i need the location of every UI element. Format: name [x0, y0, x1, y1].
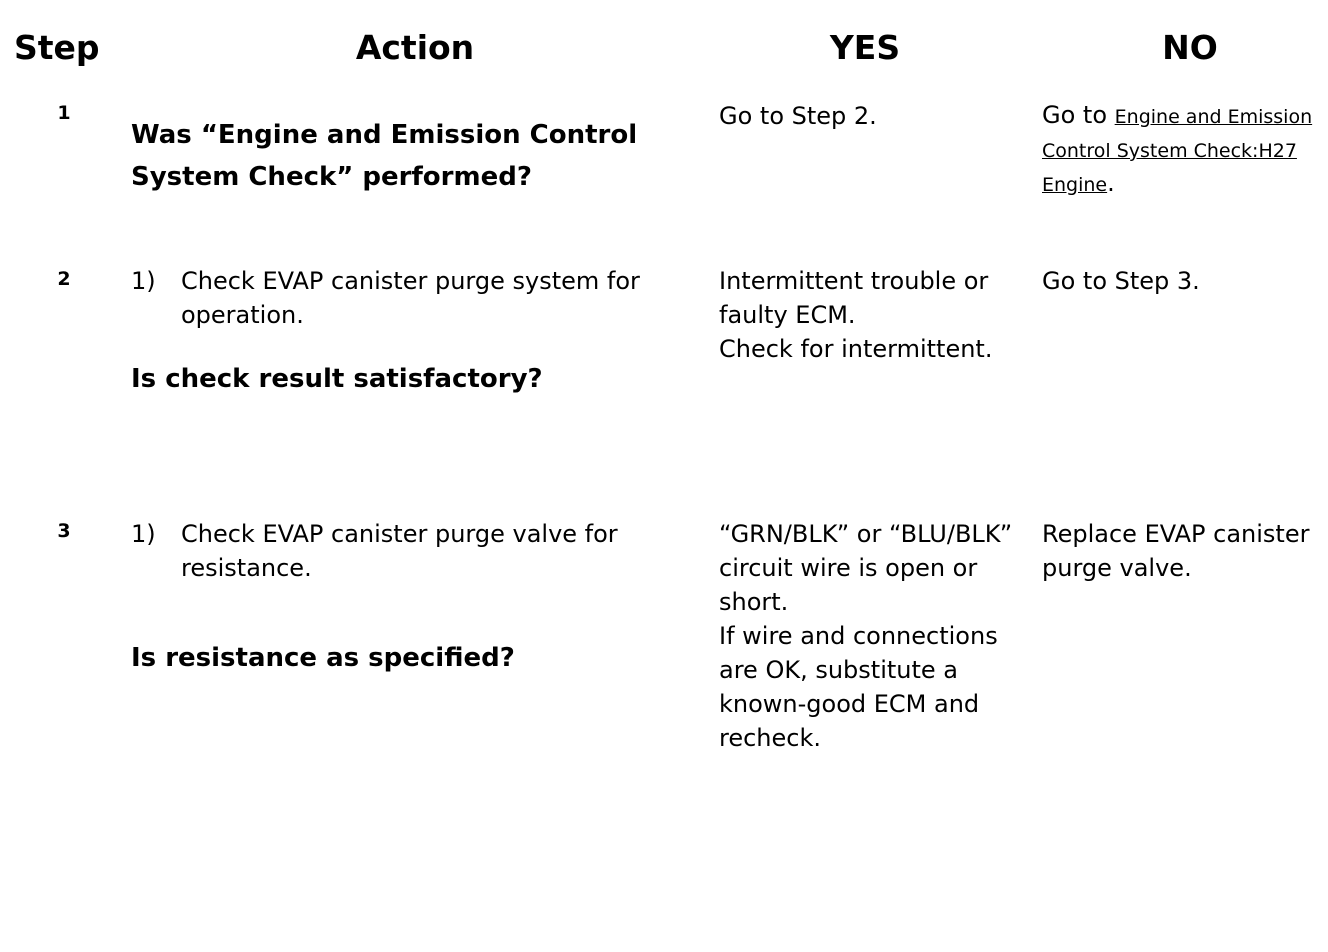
column-header-step: Step	[14, 28, 100, 67]
action-list-item: 1) Check EVAP canister purge system for …	[131, 264, 691, 332]
no-result: Go to Step 3.	[1042, 267, 1200, 295]
yes-result: “GRN/BLK” or “BLU/BLK” circuit wire is o…	[719, 520, 1013, 752]
spacer	[131, 332, 691, 358]
step-number: 1	[57, 102, 71, 124]
column-header-yes: YES	[829, 28, 901, 67]
list-marker: 1)	[131, 520, 156, 548]
action-question: Is check result satisfactory?	[131, 364, 543, 394]
action-list-item: 1) Check EVAP canister purge valve for r…	[131, 517, 691, 585]
yes-result: Intermittent trouble or faulty ECM. Chec…	[719, 267, 993, 363]
yes-result: Go to Step 2.	[719, 102, 877, 130]
list-marker: 1)	[131, 267, 156, 295]
action-cell: 1) Check EVAP canister purge valve for r…	[131, 517, 691, 679]
column-header-action: Action	[355, 28, 475, 67]
no-result: Go to Engine and Emission Control System…	[1042, 99, 1328, 201]
action-instruction: Check EVAP canister purge valve for resi…	[181, 520, 618, 582]
spacer	[131, 585, 691, 637]
goto-label: Go to	[1042, 101, 1115, 129]
reference-link[interactable]: Engine and Emission Control System Check…	[1042, 106, 1313, 196]
table-header-row: Step Action YES NO	[0, 28, 1328, 80]
action-cell: 1) Check EVAP canister purge system for …	[131, 264, 691, 400]
column-header-no: NO	[1162, 28, 1218, 67]
step-number: 3	[57, 520, 71, 542]
action-question: Was “Engine and Emission Control System …	[131, 120, 638, 192]
sentence-period: .	[1107, 169, 1115, 197]
no-result: Replace EVAP canister purge valve.	[1042, 520, 1310, 582]
action-instruction: Check EVAP canister purge system for ope…	[181, 267, 640, 329]
action-question: Is resistance as specified?	[131, 643, 515, 673]
step-number: 2	[57, 268, 71, 290]
